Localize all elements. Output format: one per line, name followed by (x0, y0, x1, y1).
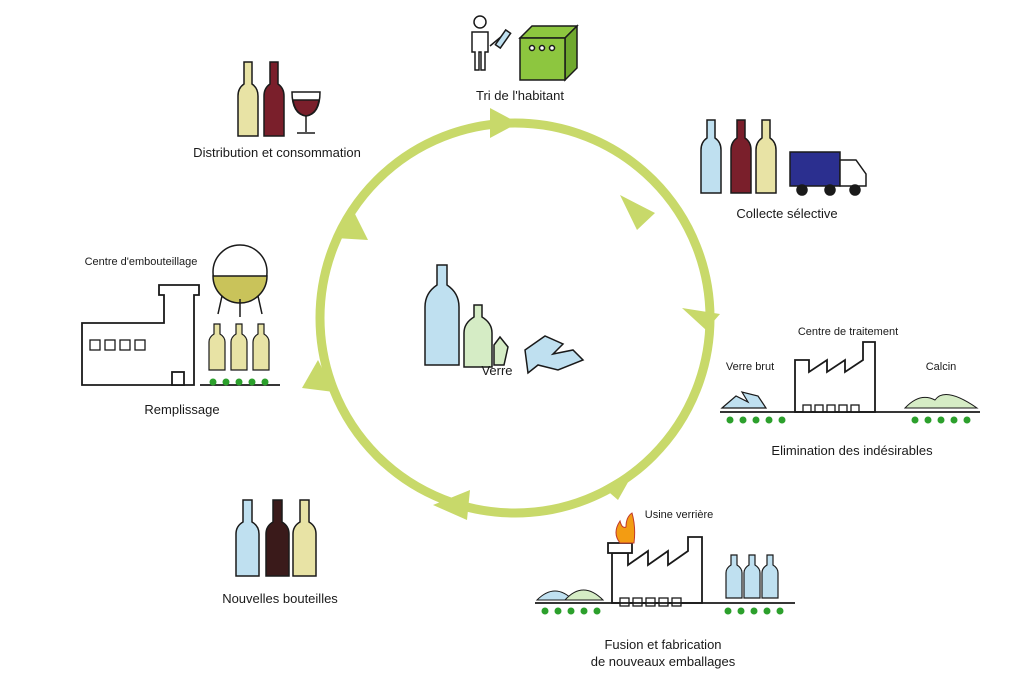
distribution-bottles-icon (237, 61, 285, 137)
fusion-label-line1: Fusion et fabrication (604, 637, 722, 652)
new-bottles-label: Nouvelles bouteilles (222, 591, 338, 606)
remplissage-label: Remplissage (144, 402, 220, 417)
arrow-left (302, 360, 334, 392)
filling-tank-icon (212, 244, 268, 317)
cullet-label: Calcin (925, 361, 957, 373)
fusion-label-line2: de nouveaux emballages (590, 654, 736, 669)
elimination-label: Elimination des indésirables (771, 443, 933, 458)
flame-icon (615, 512, 636, 544)
raw-glass-label: Verre brut (725, 361, 775, 373)
tri-habitant-label: Tri de l'habitant (476, 88, 564, 103)
treatment-conveyor-dots (726, 416, 971, 424)
arrow-bottom (433, 490, 470, 520)
collecte-bottles-icon (700, 119, 777, 194)
bottling-center-title: Centre d'embouteillage (84, 256, 198, 268)
raw-glass-pile-icon (720, 391, 768, 409)
sand-piles-icon (535, 589, 605, 601)
glass-factory-icon (535, 536, 795, 607)
collecte-label: Collecte sélective (736, 206, 838, 221)
wine-glass-icon (291, 91, 321, 134)
center-glass-icon (424, 264, 585, 375)
new-bottles-icon (235, 499, 317, 577)
arrow-right (682, 308, 720, 330)
arrow-top (490, 108, 518, 138)
cullet-pile-icon (903, 394, 979, 409)
factory-output-bottles (725, 554, 779, 599)
center-label: Verre (481, 363, 513, 378)
cycle-arrows (302, 108, 720, 520)
filling-bottles-icon (208, 323, 270, 371)
distribution-label: Distribution et consommation (193, 145, 361, 160)
glass-factory-title: Usine verrière (644, 509, 714, 521)
recycling-bin-icon (518, 24, 579, 82)
bottling-conveyor-dots (209, 378, 269, 386)
recycling-cycle-ring (315, 118, 715, 518)
treatment-factory-icon (720, 341, 980, 413)
arrow-top-left (335, 210, 368, 240)
person-icon (471, 15, 512, 71)
treatment-center-title: Centre de traitement (797, 326, 899, 338)
arrow-bottom-right (603, 468, 636, 500)
truck-icon (789, 151, 867, 196)
factory-conveyor-dots (541, 607, 784, 615)
arrow-top-right (620, 195, 655, 230)
